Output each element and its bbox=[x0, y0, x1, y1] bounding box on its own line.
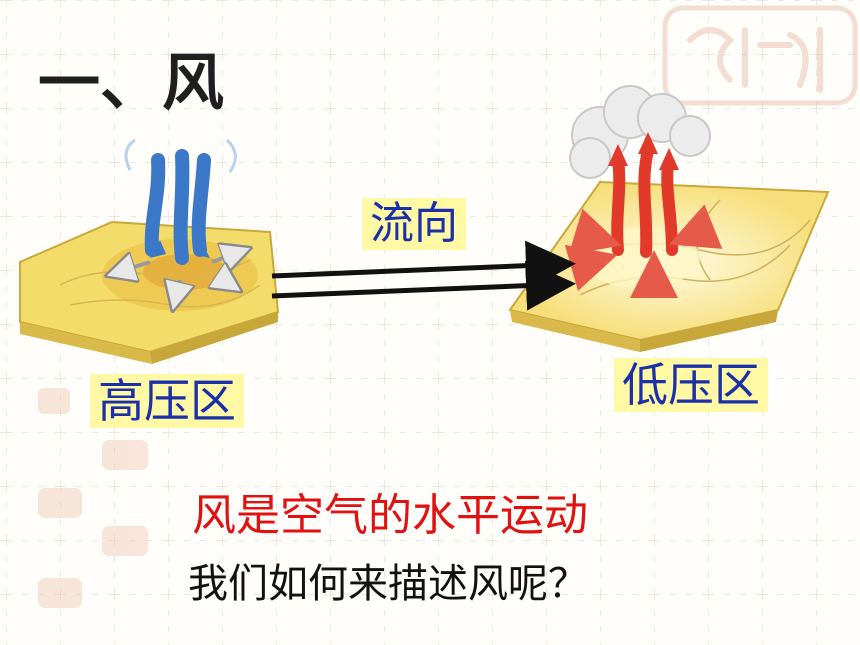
outflow-arrows bbox=[112, 250, 245, 305]
flow-direction-label: 流向 bbox=[362, 198, 466, 250]
decorative-seal-icon bbox=[38, 388, 148, 608]
inflow-arrows bbox=[564, 204, 723, 298]
question-text: 我们如何来描述风呢？ bbox=[188, 561, 588, 607]
flow-arrow-icon bbox=[271, 240, 576, 311]
slide-title: 一、风 bbox=[38, 46, 225, 119]
decorative-seal-icon bbox=[662, 5, 858, 106]
high-pressure-label: 高压区 bbox=[90, 374, 244, 428]
low-pressure-label: 低压区 bbox=[614, 358, 768, 412]
ascending-air-icon bbox=[608, 132, 679, 258]
descending-air-icon bbox=[124, 138, 237, 265]
cloud-icon bbox=[569, 85, 711, 179]
wind-definition: 风是空气的水平运动 bbox=[192, 490, 588, 541]
